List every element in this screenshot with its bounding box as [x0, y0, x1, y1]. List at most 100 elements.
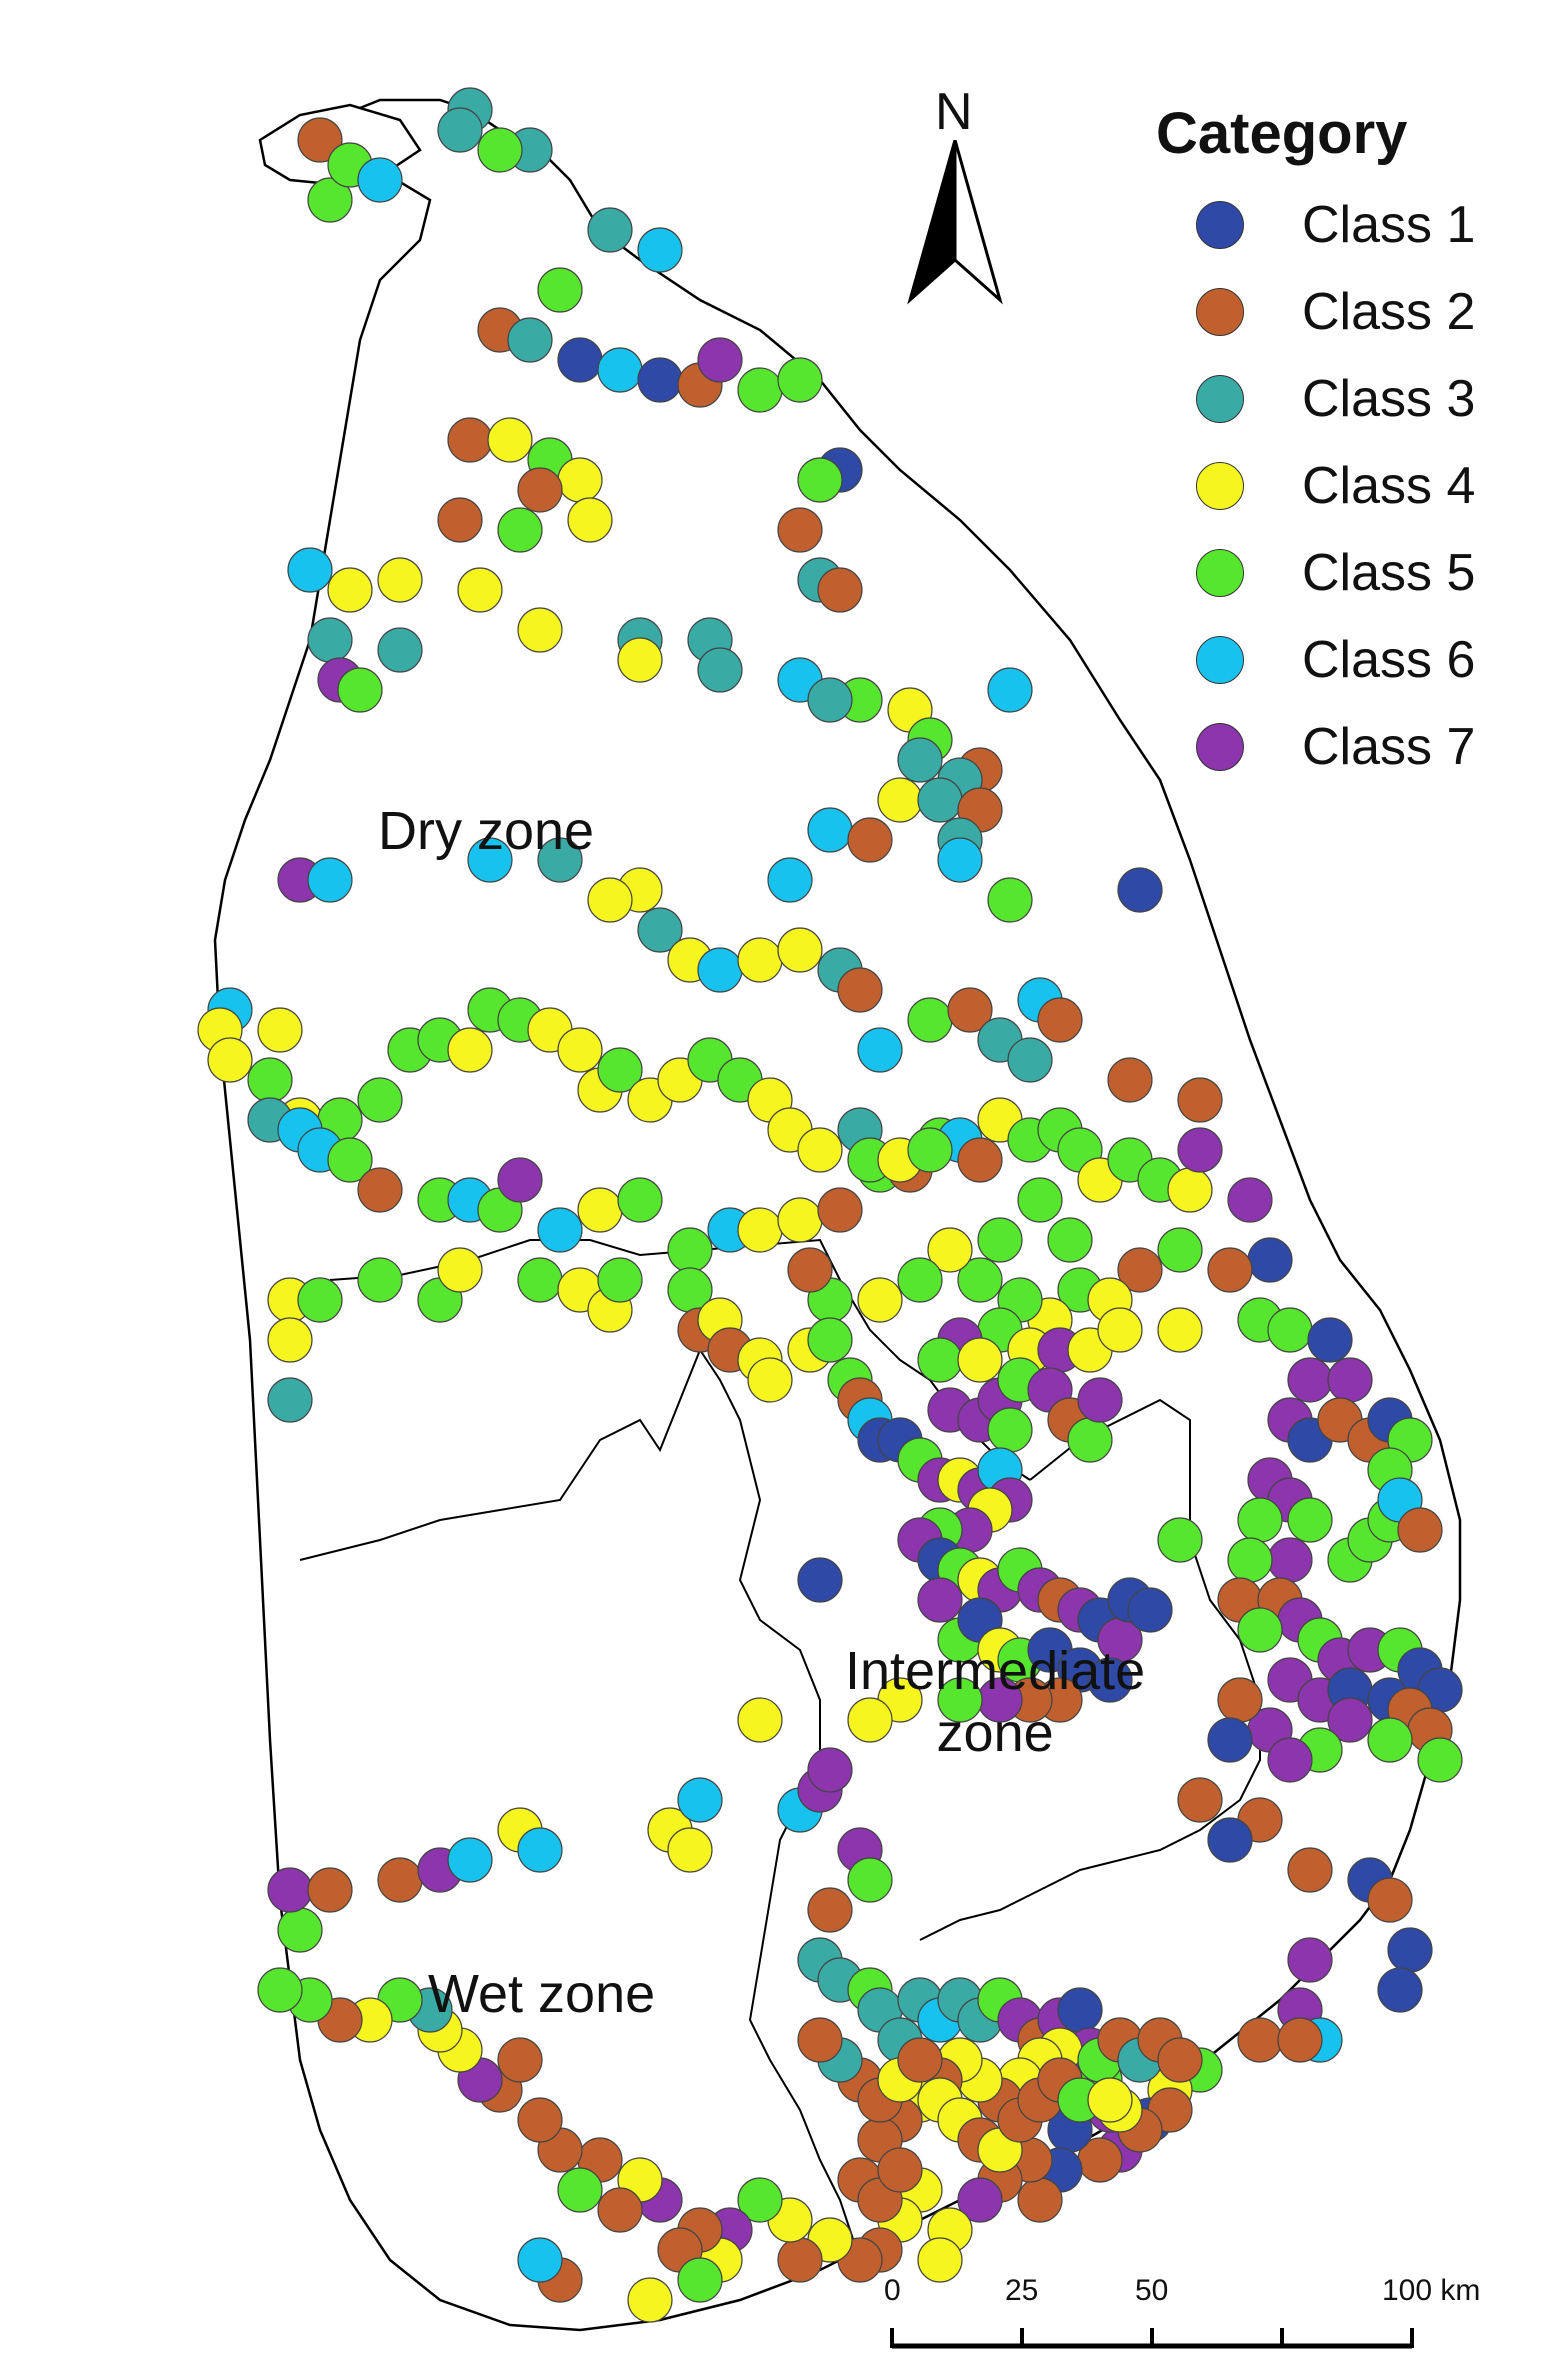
map-point: [1007, 1037, 1053, 1083]
map-point: [487, 417, 533, 463]
map-point: [257, 1967, 303, 2013]
map-point: [1067, 1417, 1113, 1463]
map-point: [807, 807, 853, 853]
map-point: [1117, 867, 1163, 913]
legend-swatch: [1196, 636, 1244, 684]
map-point: [807, 1747, 853, 1793]
map-point: [767, 857, 813, 903]
map-point: [637, 227, 683, 273]
map-point: [597, 347, 643, 393]
map-point: [897, 1257, 943, 1303]
map-point: [1327, 1697, 1373, 1743]
map-point: [557, 2167, 603, 2213]
legend-swatch: [1196, 723, 1244, 771]
map-point: [1307, 1317, 1353, 1363]
map-point: [517, 2097, 563, 2143]
map-point: [1047, 1217, 1093, 1263]
map-point: [617, 637, 663, 683]
map-point: [1267, 1737, 1313, 1783]
map-point: [697, 947, 743, 993]
map-point: [817, 1187, 863, 1233]
map-point: [437, 497, 483, 543]
map-point: [1177, 1777, 1223, 1823]
map-point: [897, 2037, 943, 2083]
map-point: [637, 357, 683, 403]
map-point: [747, 1357, 793, 1403]
map-point: [737, 2177, 783, 2223]
map-point: [667, 1827, 713, 1873]
map-point: [907, 997, 953, 1043]
map-point: [1117, 1247, 1163, 1293]
map-point: [837, 967, 883, 1013]
map-point: [557, 457, 603, 503]
map-point: [957, 2177, 1003, 2223]
map-point: [1077, 1377, 1123, 1423]
map-point: [497, 2037, 543, 2083]
map-point: [297, 1277, 343, 1323]
map-point: [847, 1857, 893, 1903]
map-point: [917, 777, 963, 823]
map-point: [517, 1257, 563, 1303]
map-point: [1087, 2077, 1133, 2123]
map-point: [207, 1037, 253, 1083]
map-point: [307, 617, 353, 663]
map-point: [517, 607, 563, 653]
map-point: [497, 1157, 543, 1203]
map-point: [357, 1257, 403, 1303]
map-point: [987, 667, 1033, 713]
map-point: [557, 337, 603, 383]
map-point: [1127, 1587, 1173, 1633]
map-point: [1037, 997, 1083, 1043]
map-point: [807, 677, 853, 723]
map-point: [297, 117, 343, 163]
map-point: [597, 1257, 643, 1303]
map-point: [337, 667, 383, 713]
legend-item: Class 7: [1196, 717, 1475, 777]
map-point: [847, 817, 893, 863]
map-point: [447, 417, 493, 463]
map-point: [597, 1047, 643, 1093]
map-point: [507, 317, 553, 363]
map-point: [787, 1247, 833, 1293]
map-point: [797, 2017, 843, 2063]
map-point: [877, 777, 923, 823]
scale-tick-25: 25: [1005, 2274, 1039, 2307]
map-point: [357, 1077, 403, 1123]
map-point: [927, 1227, 973, 1273]
map-point: [277, 1907, 323, 1953]
map-point: [1287, 1937, 1333, 1983]
legend-swatch: [1196, 201, 1244, 249]
legend-item: Class 3: [1196, 369, 1475, 429]
map-point: [327, 1137, 373, 1183]
map-point: [307, 857, 353, 903]
map-point: [517, 2237, 563, 2283]
map-point: [537, 837, 583, 883]
north-arrow-icon: [907, 140, 1003, 305]
map-point: [1267, 1307, 1313, 1353]
map-point: [1177, 1127, 1223, 1173]
map-point: [1087, 1657, 1133, 1703]
map-point: [1387, 1927, 1433, 1973]
map-point: [467, 837, 513, 883]
map-point: [497, 507, 543, 553]
intermediate-zone-label: Intermediate zone: [845, 1640, 1145, 1764]
map-point: [1287, 1847, 1333, 1893]
map-point: [857, 1277, 903, 1323]
map-point: [1267, 1537, 1313, 1583]
legend-swatch: [1196, 375, 1244, 423]
map-point: [677, 2257, 723, 2303]
map-point: [737, 1207, 783, 1253]
map-point: [667, 1227, 713, 1273]
map-point: [327, 567, 373, 613]
map-point: [1397, 1507, 1443, 1553]
map-point: [777, 357, 823, 403]
map-point: [477, 127, 523, 173]
intermediate-zone-label-line2: zone: [936, 1703, 1054, 1764]
map-point: [637, 907, 683, 953]
legend-label: Class 1: [1302, 196, 1476, 254]
scale-bar: [890, 2328, 1414, 2349]
map-point: [987, 1407, 1033, 1453]
map-point: [587, 207, 633, 253]
map-point: [897, 737, 943, 783]
map-point: [877, 2147, 923, 2193]
